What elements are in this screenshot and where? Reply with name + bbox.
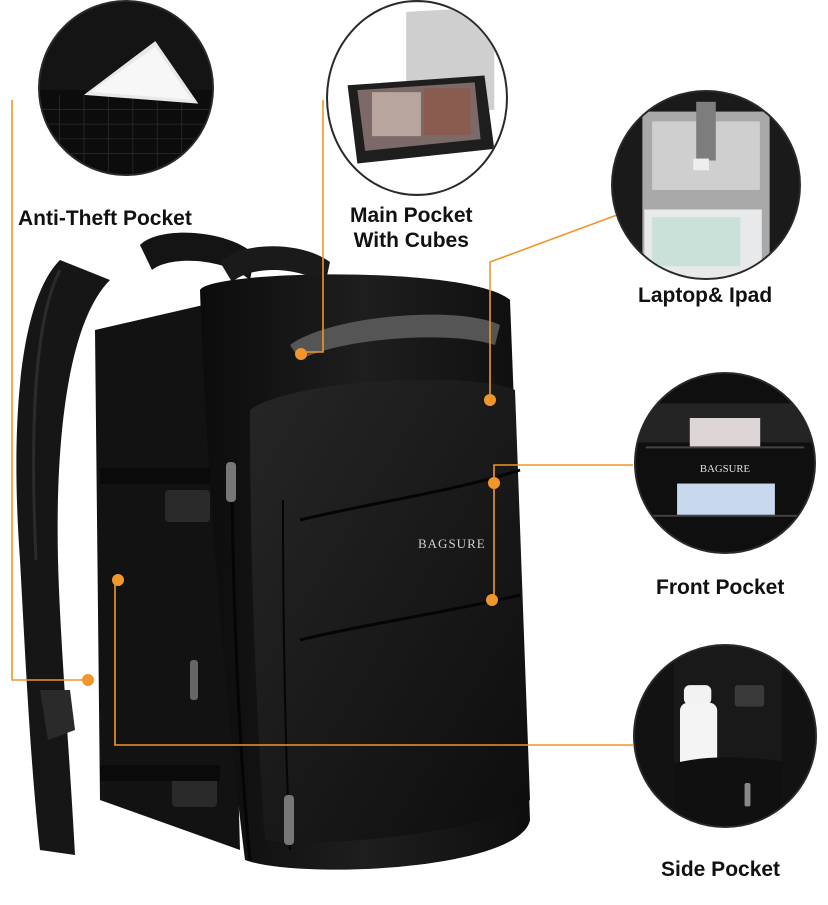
front-pocket-label: Front Pocket	[656, 576, 785, 599]
main-pocket-photo	[326, 0, 508, 196]
brand-logo-text: BAGSURE	[418, 536, 486, 551]
anti-theft-pocket-label: Anti-Theft Pocket	[18, 207, 192, 230]
front-pocket-brand-text: BAGSURE	[700, 463, 751, 475]
anti-theft-pocket-photo	[38, 0, 214, 176]
front-pocket-photo: BAGSURE	[634, 372, 816, 554]
main-pocket-label-line1: Main Pocket	[350, 204, 473, 227]
main-pocket-label-line2: With Cubes	[353, 229, 469, 252]
main-pocket-label: Main Pocket With Cubes	[350, 203, 473, 253]
side-pocket-photo	[633, 644, 817, 828]
laptop-ipad-label: Laptop& Ipad	[638, 284, 773, 307]
laptop-pocket-photo	[611, 90, 801, 280]
side-pocket-label: Side Pocket	[661, 858, 781, 881]
